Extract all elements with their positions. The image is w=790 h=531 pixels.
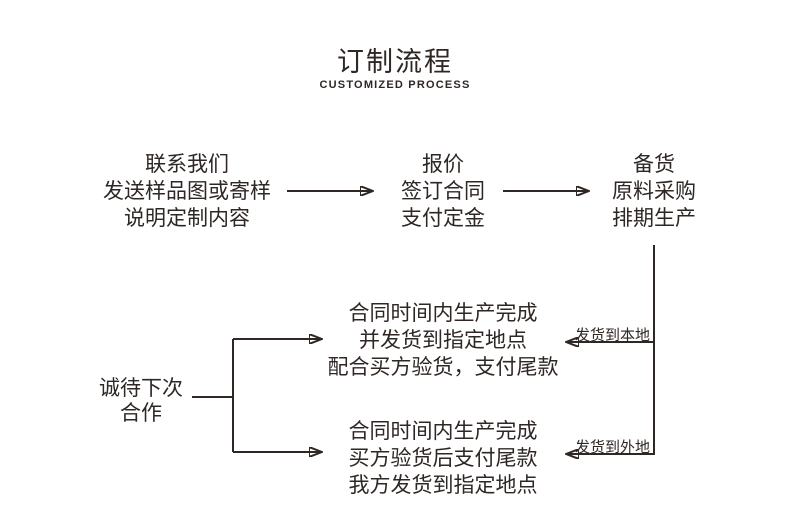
step-quotation: 报价 签订合同 支付定金 — [401, 151, 485, 232]
step-line: 报价 — [422, 153, 464, 176]
step-line: 支付定金 — [401, 207, 485, 230]
outcome-line: 合同时间内生产完成 — [348, 302, 538, 325]
outcome-line: 合同时间内生产完成 — [348, 420, 538, 443]
ship-local-label: 发货到本地 — [574, 327, 650, 344]
page-title: 订制流程 — [337, 47, 453, 77]
outcome-line: 买方验货后支付尾款 — [348, 447, 538, 470]
ship-remote-label: 发货到外地 — [574, 439, 650, 456]
connector-right-vertical — [566, 245, 655, 454]
step-line: 说明定制内容 — [124, 207, 250, 230]
step-stock-preparation: 备货 原料采购 排期生产 — [612, 151, 696, 232]
note-line: 合作 — [120, 402, 162, 425]
step-line: 原料采购 — [612, 180, 696, 203]
step-line: 发送样品图或寄样 — [103, 180, 271, 203]
outcome-line: 我方发货到指定地点 — [348, 474, 538, 497]
outcome-ship-remote: 合同时间内生产完成 买方验货后支付尾款 我方发货到指定地点 — [349, 418, 538, 499]
step-line: 排期生产 — [612, 207, 696, 230]
step-line: 联系我们 — [145, 153, 229, 176]
outcome-ship-local: 合同时间内生产完成 并发货到指定地点 配合买方验货，支付尾款 — [328, 300, 559, 381]
outcome-line: 配合买方验货，支付尾款 — [327, 356, 559, 379]
note-line: 诚待下次 — [99, 377, 183, 400]
next-cooperation-note: 诚待下次 合作 — [99, 376, 183, 426]
outcome-line: 并发货到指定地点 — [359, 329, 527, 352]
page-subtitle: CUSTOMIZED PROCESS — [319, 79, 471, 91]
step-contact-us: 联系我们 发送样品图或寄样 说明定制内容 — [103, 151, 271, 232]
step-line: 备货 — [633, 153, 675, 176]
step-line: 签订合同 — [401, 180, 485, 203]
